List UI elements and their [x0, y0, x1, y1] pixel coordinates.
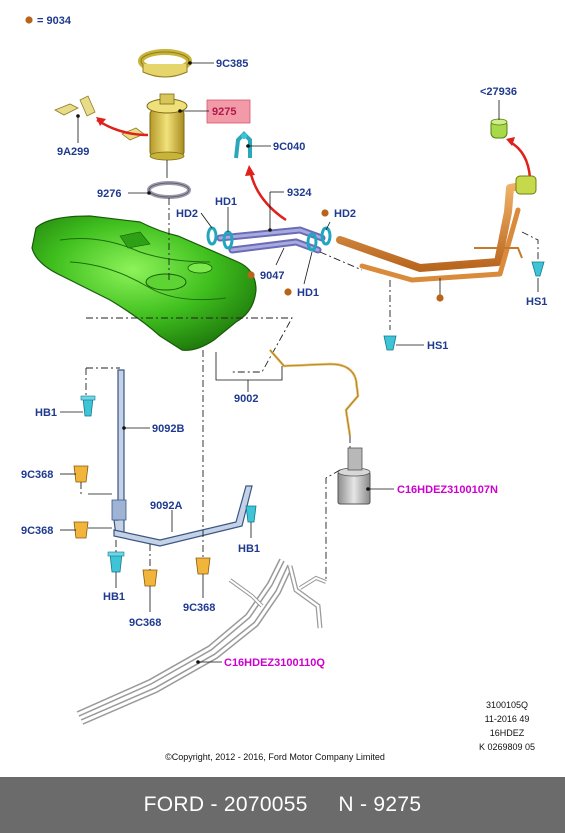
- parts-diagram: = 9034 9C385 9275 9A299 9C040: [21, 15, 547, 762]
- label-9092b[interactable]: 9092B: [152, 423, 184, 435]
- label-9047[interactable]: 9047: [260, 270, 284, 282]
- label-9c368-d[interactable]: 9C368: [183, 602, 215, 614]
- underbody-lines-part[interactable]: [76, 558, 327, 725]
- hose-clamp-right-2[interactable]: [320, 226, 332, 246]
- info-line-4: K 0269809 05: [479, 742, 535, 752]
- hose-9047-part[interactable]: [228, 238, 322, 254]
- label-9c368-c[interactable]: 9C368: [129, 617, 161, 629]
- fuel-pump-module-part[interactable]: [146, 93, 188, 178]
- label-hb1-left[interactable]: HB1: [35, 407, 57, 419]
- bolt-hb1-left-part[interactable]: [80, 395, 96, 417]
- label-lines[interactable]: C16HDEZ3100110Q: [224, 657, 325, 669]
- label-9092a[interactable]: 9092A: [150, 500, 182, 512]
- bracket-9a299-part[interactable]: [54, 95, 145, 141]
- label-hd1-top[interactable]: HD1: [215, 196, 237, 208]
- label-9c368-b[interactable]: 9C368: [21, 525, 53, 537]
- legend-text: = 9034: [37, 15, 72, 27]
- carbon-canister-part[interactable]: [337, 447, 371, 505]
- footer-bar: FORD - 2070055 N - 9275: [0, 777, 565, 833]
- legend-dot-icon: [25, 16, 33, 24]
- label-9a299[interactable]: 9A299: [57, 146, 89, 158]
- tan-dot-4: [436, 294, 444, 302]
- info-line-2: 11-2016 49: [485, 714, 530, 724]
- arrow-red-3: [509, 140, 532, 179]
- filler-cap-part[interactable]: [490, 118, 508, 139]
- bolt-hb1-right-part[interactable]: [245, 505, 257, 523]
- label-9324[interactable]: 9324: [287, 187, 312, 199]
- label-hd2-left[interactable]: HD2: [176, 208, 198, 220]
- label-hb1-bottom[interactable]: HB1: [103, 591, 125, 603]
- clip-hs1-right-part[interactable]: [531, 261, 545, 277]
- lock-ring-part[interactable]: [138, 49, 192, 78]
- info-line-3: 16HDEZ: [490, 728, 525, 738]
- label-hd1-bottom[interactable]: HD1: [297, 287, 319, 299]
- label-hs1-right[interactable]: HS1: [526, 296, 547, 308]
- nut-9c368-d-part[interactable]: [195, 557, 211, 575]
- label-9c385[interactable]: 9C385: [216, 58, 248, 70]
- arrow-red-2: [248, 169, 287, 222]
- label-canister[interactable]: C16HDEZ3100107N: [397, 484, 498, 496]
- nut-9c368-c-part[interactable]: [142, 569, 158, 587]
- label-9276[interactable]: 9276: [97, 188, 121, 200]
- strap-9092a-part[interactable]: [113, 485, 253, 547]
- label-9275[interactable]: 9275: [212, 106, 236, 118]
- filler-pipe-part[interactable]: [336, 175, 537, 283]
- fuel-tank-part[interactable]: [31, 215, 257, 351]
- tan-dot-3: [284, 288, 292, 296]
- tan-dot-2: [247, 271, 255, 279]
- label-hs1-mid[interactable]: HS1: [427, 340, 448, 352]
- highlight-box: [206, 99, 251, 124]
- hose-clamp-right-1[interactable]: [306, 232, 318, 252]
- label-hb1-right[interactable]: HB1: [238, 543, 260, 555]
- copyright-text: ©Copyright, 2012 - 2016, Ford Motor Comp…: [165, 752, 385, 762]
- label-9c040[interactable]: 9C040: [273, 141, 305, 153]
- label-hd2-right[interactable]: HD2: [334, 208, 356, 220]
- fuel-line-9002-part[interactable]: [269, 349, 360, 437]
- label-9002[interactable]: 9002: [234, 393, 258, 405]
- label-27936[interactable]: <27936: [480, 86, 517, 98]
- strap-9092b-part[interactable]: [111, 369, 127, 537]
- nut-9c368-b-part[interactable]: [73, 521, 89, 539]
- label-9c368-a[interactable]: 9C368: [21, 469, 53, 481]
- footer-text: FORD - 2070055 N - 9275: [143, 793, 422, 816]
- bolt-hb1-bottom-part[interactable]: [107, 551, 125, 573]
- nut-9c368-a-part[interactable]: [73, 465, 89, 483]
- tan-dot-1: [321, 209, 329, 217]
- clip-hs1-mid-part[interactable]: [383, 335, 397, 351]
- info-line-1: 3100105Q: [486, 700, 528, 710]
- hose-clamp-left-1[interactable]: [206, 226, 218, 246]
